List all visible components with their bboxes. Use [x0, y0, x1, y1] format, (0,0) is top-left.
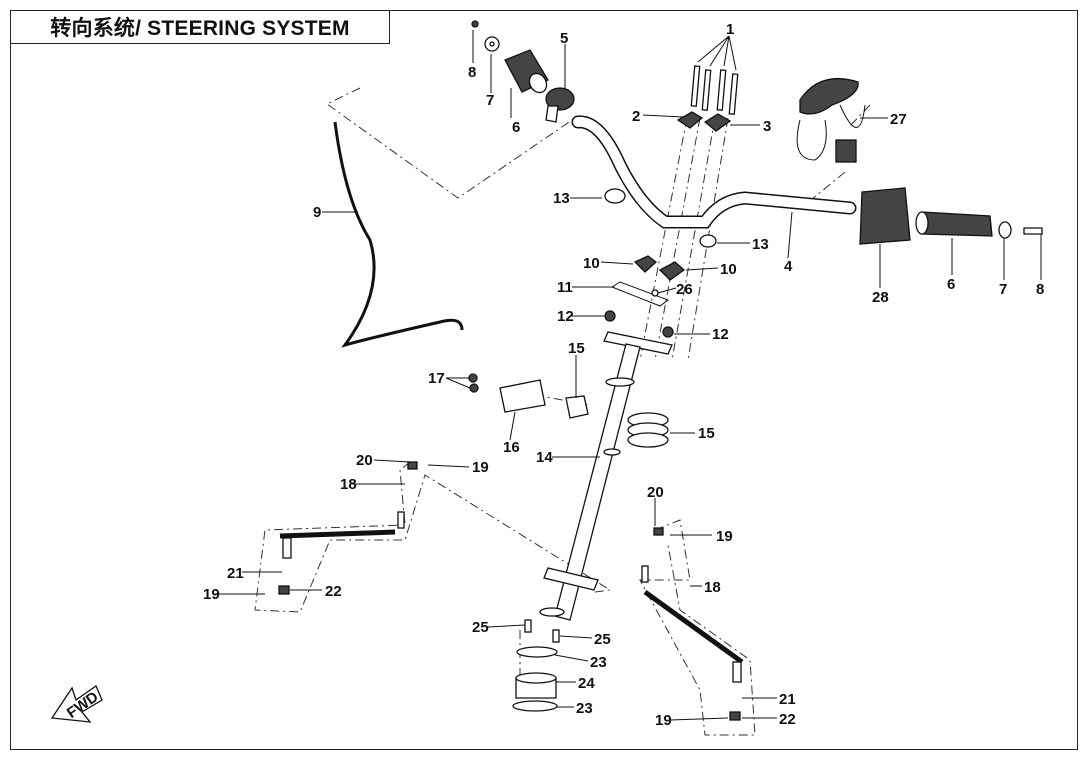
tie-rod-nut-left: [278, 585, 290, 595]
callout-21b: 21: [779, 691, 796, 708]
callout-25: 25: [472, 619, 489, 636]
callout-6b: 6: [947, 276, 955, 293]
column-bushing-right: [627, 412, 669, 448]
callout-12b: 12: [712, 326, 729, 343]
callout-27: 27: [890, 111, 907, 128]
nut-right: [662, 326, 674, 338]
bracket-bolt-2: [469, 383, 479, 393]
clamp-bolts: [690, 65, 739, 115]
right-grip: [915, 211, 993, 237]
left-washer-hole: [489, 41, 495, 47]
kill-switch: [796, 78, 866, 163]
left-end-bolt: [471, 20, 479, 28]
callout-20b: 20: [647, 484, 664, 501]
nut-left: [604, 310, 616, 322]
leader-lines: [215, 30, 1042, 721]
callout-24: 24: [578, 675, 595, 692]
callout-19b: 19: [716, 528, 733, 545]
left-grip: [504, 49, 549, 94]
drawing-frame: [10, 10, 1078, 750]
tie-rod-end-left: [397, 511, 405, 529]
callout-13: 13: [553, 190, 570, 207]
callout-22b: 22: [779, 711, 796, 728]
callout-13b: 13: [752, 236, 769, 253]
tie-rod-end-right: [641, 565, 649, 583]
callout-8: 8: [468, 64, 476, 81]
callout-2: 2: [632, 108, 640, 125]
callout-23: 23: [590, 654, 607, 671]
throttle-housing: [545, 87, 575, 123]
callout-26: 26: [676, 281, 693, 298]
bushing-right: [699, 234, 717, 248]
callout-7: 7: [486, 92, 494, 109]
tie-rod-left: [279, 529, 396, 539]
callout-23b: 23: [576, 700, 593, 717]
page-title: 转向系统/ STEERING SYSTEM: [10, 10, 390, 44]
top-nut-right: [653, 527, 664, 536]
callout-28: 28: [872, 289, 889, 306]
callout-labels: 1 2 3 4 5 6 7 8 9 10 10 11 12 12 13 13 1…: [203, 21, 1044, 729]
callout-4: 4: [784, 258, 793, 275]
tie-rod-right: [643, 589, 744, 665]
tie-rod-end-left-lower: [282, 537, 292, 559]
callout-10b: 10: [720, 261, 737, 278]
callout-10: 10: [583, 255, 600, 272]
right-end-bolt: [1023, 227, 1043, 235]
callout-12: 12: [557, 308, 574, 325]
top-nut-left: [407, 461, 418, 470]
callout-5: 5: [560, 30, 568, 47]
lower-bearing-stack: [512, 619, 560, 712]
lock-plate: [610, 281, 670, 307]
callout-15: 15: [568, 340, 585, 357]
tie-rod-nut-right: [729, 711, 741, 721]
bushing-left: [604, 188, 626, 204]
forward-arrow: FWD: [50, 685, 103, 723]
column-bracket: [499, 379, 546, 413]
callout-1: 1: [726, 21, 734, 38]
callout-17: 17: [428, 370, 445, 387]
callout-18b: 18: [704, 579, 721, 596]
lower-clamps: [633, 255, 686, 281]
callout-9: 9: [313, 204, 321, 221]
bracket-bolt-1: [468, 373, 478, 383]
tie-rod-end-right-lower: [732, 661, 742, 683]
callout-19c: 19: [203, 586, 220, 603]
handlebar: [571, 115, 857, 229]
callout-25b: 25: [594, 631, 611, 648]
callout-20: 20: [356, 452, 373, 469]
callout-19: 19: [472, 459, 489, 476]
callout-6: 6: [512, 119, 520, 136]
steering-column: [539, 331, 673, 621]
callout-15b: 15: [698, 425, 715, 442]
throttle-cable: [333, 121, 464, 348]
callout-7b: 7: [999, 281, 1007, 298]
callout-14: 14: [536, 449, 553, 466]
right-washer: [998, 221, 1012, 239]
callout-18: 18: [340, 476, 357, 493]
right-switch: [859, 187, 911, 245]
callout-21: 21: [227, 565, 244, 582]
callout-22: 22: [325, 583, 342, 600]
callout-3: 3: [763, 118, 771, 135]
callout-19d: 19: [655, 712, 672, 729]
callout-8b: 8: [1036, 281, 1044, 298]
callout-16: 16: [503, 439, 520, 456]
pin: [651, 289, 659, 297]
callout-11: 11: [557, 279, 573, 296]
column-bushing-left: [565, 395, 589, 419]
upper-clamps: [676, 111, 732, 132]
